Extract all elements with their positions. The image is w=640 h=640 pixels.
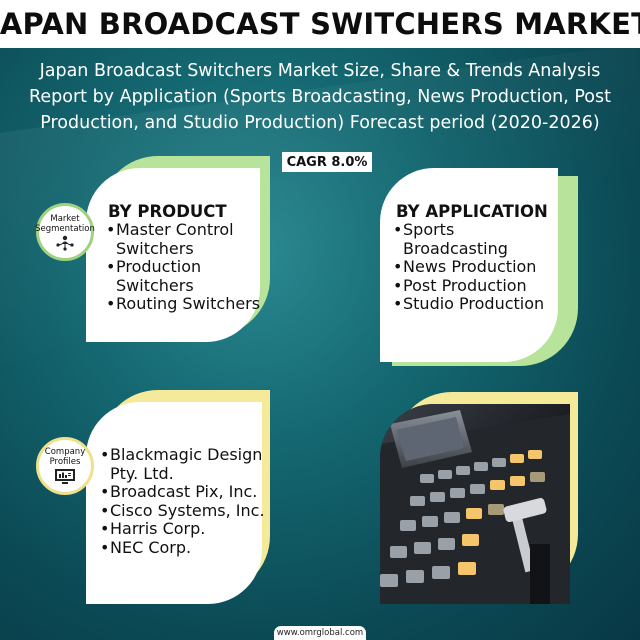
application-heading: BY APPLICATION xyxy=(396,202,548,221)
company-badge: Company Profiles xyxy=(36,437,94,495)
badge-label: Profiles xyxy=(49,457,81,467)
switcher-console-illustration xyxy=(380,404,570,604)
subtitle-line: Production, and Studio Production) Forec… xyxy=(40,113,600,133)
badge-label: Market xyxy=(50,213,80,224)
list-item: Harris Corp. xyxy=(100,520,270,539)
badge-label: Company xyxy=(44,447,86,457)
segmentation-badge: Market Segmentation xyxy=(35,203,95,261)
list-item: Routing Switchers xyxy=(106,295,266,314)
subtitle-line: Report by Application (Sports Broadcasti… xyxy=(29,87,611,107)
subtitle: Japan Broadcast Switchers Market Size, S… xyxy=(20,58,620,136)
cagr-label: CAGR 8.0% xyxy=(282,152,372,172)
list-item: Sports Broadcasting xyxy=(393,220,563,258)
list-item: News Production xyxy=(393,258,563,277)
list-item: Post Production xyxy=(393,276,563,296)
list-item: Broadcast Pix, Inc. xyxy=(100,483,270,502)
product-heading: BY PRODUCT xyxy=(108,202,227,221)
switcher-console-photo xyxy=(380,404,570,604)
page-title: JAPAN BROADCAST SWITCHERS MARKET xyxy=(0,7,640,41)
footer-url: www.omrglobal.com xyxy=(274,626,366,640)
segmentation-icon xyxy=(56,235,74,251)
application-list: Sports Broadcasting News Production Post… xyxy=(393,220,563,314)
monitor-report-icon xyxy=(55,469,75,484)
subtitle-line: Japan Broadcast Switchers Market Size, S… xyxy=(39,61,601,81)
list-item: NEC Corp. xyxy=(100,538,270,558)
header: JAPAN BROADCAST SWITCHERS MARKET xyxy=(0,0,640,48)
list-item: Cisco Systems, Inc. xyxy=(100,501,270,521)
list-item: Studio Production xyxy=(393,295,563,314)
badge-label: Segmentation xyxy=(35,223,95,234)
